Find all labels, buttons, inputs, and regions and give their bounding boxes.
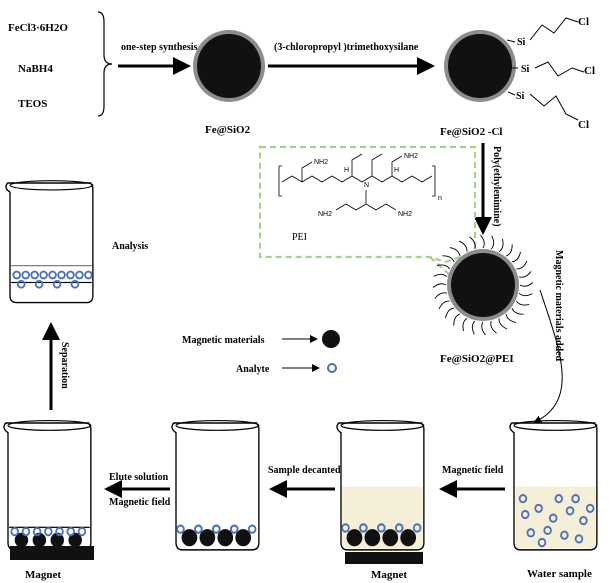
label-one-step: one-step synthesis [121, 42, 198, 53]
reagent-brace [97, 11, 113, 117]
label-pei-step: Poly(ethylenimine) [491, 146, 502, 227]
label-elute-solution: Elute solution [109, 472, 169, 483]
particle-fe-sio2-pei [432, 234, 534, 336]
label-magnetic-field-1: Magnetic field [442, 465, 504, 476]
pei-nh2-2: NH2 [404, 153, 418, 160]
reagent-teos: TEOS [18, 98, 47, 110]
beaker-analysis [5, 180, 94, 304]
label-magnetic-field-2: Magnetic field [109, 497, 171, 508]
reagents-group: FeCl3·6H2O NaBH4 TEOS [8, 11, 113, 117]
si-label-2: Si [521, 64, 530, 75]
pei-h-2: H [394, 167, 399, 174]
si-label-1: Si [517, 37, 526, 48]
magnet-block-1 [10, 546, 94, 560]
beaker-with-magnet [336, 419, 425, 551]
pei-h-1: H [344, 167, 349, 174]
legend: Magnetic materials Analyte [182, 330, 340, 375]
si-label-3: Si [516, 91, 525, 102]
pei-nh2-4: NH2 [398, 211, 412, 218]
beaker-water-sample [509, 419, 598, 551]
legend-analyte-label: Analyte [236, 364, 270, 375]
label-fe-sio2-cl: Fe@SiO2 -Cl [440, 126, 502, 138]
label-sample-decanted: Sample decanted [268, 465, 341, 476]
label-chloropropyl: (3-chloropropyl )trimethoxysilane [274, 42, 419, 53]
reagent-nabh4: NaBH4 [18, 63, 53, 75]
label-magnet-2: Magnet [371, 569, 407, 581]
label-magnet-1: Magnet [25, 569, 61, 581]
pei-n-atom: N [364, 182, 369, 189]
particle-fe-sio2-cl [444, 30, 516, 102]
label-water-sample: Water sample [527, 568, 592, 580]
beaker-decanted [171, 419, 260, 551]
label-analysis: Analysis [112, 241, 148, 252]
arrow-mm-added [533, 289, 563, 423]
magnet-block-2 [345, 552, 423, 564]
label-fe-sio2: Fe@SiO2 [205, 124, 251, 136]
label-mm-added: Magnetic materials added [553, 250, 564, 362]
particle-fe-sio2 [193, 30, 265, 102]
pei-label: PEI [292, 232, 307, 243]
beaker-elution [3, 419, 92, 551]
label-fe-sio2-pei: Fe@SiO2@PEI [440, 353, 514, 365]
cl-label-2: Cl [584, 65, 595, 77]
cl-label-1: Cl [578, 16, 589, 28]
pei-nh2-1: NH2 [314, 159, 328, 166]
reagent-fecl3: FeCl3·6H2O [8, 22, 68, 34]
legend-magnetic-materials-label: Magnetic materials [182, 335, 265, 346]
pei-nh2-3: NH2 [318, 211, 332, 218]
legend-magnetic-materials-marker [322, 330, 340, 348]
cl-label-3: Cl [578, 119, 589, 131]
pei-n-label: n [438, 195, 442, 202]
label-separation: Separation [59, 342, 70, 389]
silane-chains: Si Cl Si Cl Si Cl [506, 16, 595, 131]
legend-analyte-marker [327, 363, 337, 373]
